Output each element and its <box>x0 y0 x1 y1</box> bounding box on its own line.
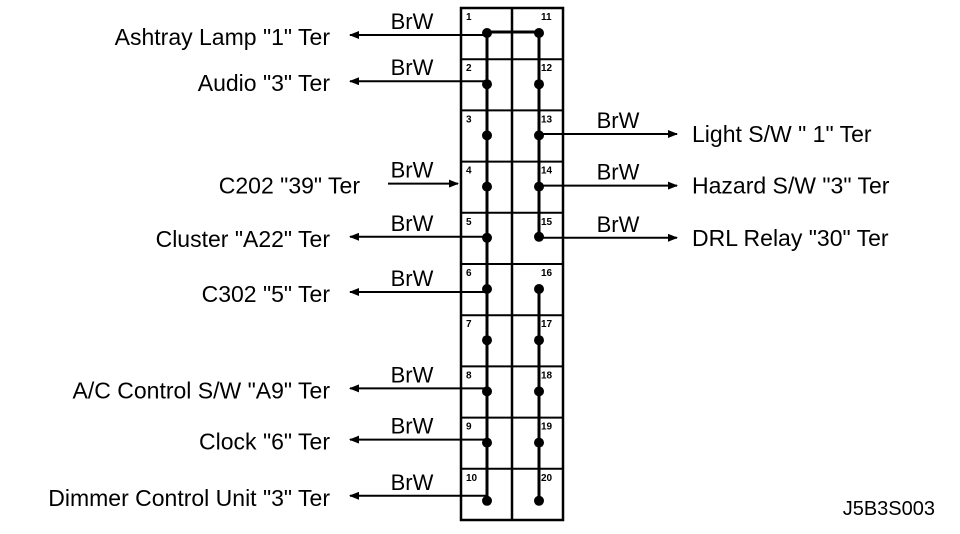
connection-label: C202 "39" Ter <box>219 173 361 199</box>
pin-number-right: 16 <box>541 268 553 279</box>
pin-dot-right <box>534 335 544 346</box>
pin-number-left: 5 <box>466 217 472 228</box>
pin-number-right: 18 <box>541 370 553 381</box>
pin-number-left: 4 <box>466 166 472 177</box>
pin-dot-left <box>482 28 492 38</box>
connection-label: DRL Relay "30" Ter <box>692 225 889 251</box>
pin-dot-left <box>482 495 492 506</box>
pin-number-left: 10 <box>466 473 478 484</box>
pin-number-left: 7 <box>466 319 472 330</box>
pin-number-left: 3 <box>466 114 472 125</box>
pin-number-right: 15 <box>541 217 553 228</box>
wire-color-label: BrW <box>597 160 640 185</box>
pin-dot-right <box>534 79 544 90</box>
pin-number-right: 13 <box>541 114 553 125</box>
pin-dot-right <box>534 495 544 506</box>
pin-number-right: 11 <box>541 12 552 23</box>
wire-color-label: BrW <box>391 470 434 495</box>
connection-label: Audio "3" Ter <box>198 70 331 96</box>
wire-color-label: BrW <box>391 55 434 80</box>
connection-label: C302 "5" Ter <box>202 281 331 307</box>
pin-number-left: 1 <box>466 12 472 23</box>
connection-label: Ashtray Lamp "1" Ter <box>115 24 331 50</box>
connection-label: A/C Control S/W "A9" Ter <box>73 377 331 403</box>
pin-dot-right <box>534 130 544 141</box>
wire-color-label: BrW <box>597 212 640 237</box>
wire-color-label: BrW <box>391 414 434 439</box>
connection-label: Light S/W " 1" Ter <box>692 121 872 147</box>
pin-number-left: 6 <box>466 268 472 279</box>
wire-color-label: BrW <box>391 158 434 183</box>
wire-color-label: BrW <box>597 108 640 133</box>
pin-number-right: 19 <box>541 422 553 433</box>
connection-label: Hazard S/W "3" Ter <box>692 173 890 199</box>
pin-dot-left <box>482 335 492 346</box>
pin-number-left: 8 <box>466 370 472 381</box>
wire-color-label: BrW <box>391 266 434 291</box>
pin-dot-left <box>482 181 492 192</box>
wire-color-label: BrW <box>391 211 434 236</box>
pin-dot-right <box>534 437 544 448</box>
pin-number-right: 12 <box>541 63 553 74</box>
pin-dot-right <box>534 386 544 397</box>
pin-dot-right <box>534 284 544 294</box>
wire-color-label: BrW <box>391 362 434 387</box>
pin-number-left: 9 <box>466 422 472 433</box>
connection-label: Dimmer Control Unit "3" Ter <box>48 485 330 511</box>
pin-dot-left <box>482 130 492 141</box>
connection-label: Clock "6" Ter <box>199 429 330 455</box>
pin-number-right: 17 <box>541 319 553 330</box>
pin-dot-right <box>534 28 544 38</box>
diagram-code: J5B3S003 <box>843 498 935 520</box>
connection-label: Cluster "A22" Ter <box>156 226 331 252</box>
pin-number-right: 14 <box>541 166 553 177</box>
pin-number-right: 20 <box>541 473 553 484</box>
pin-number-left: 2 <box>466 63 472 74</box>
wire-color-label: BrW <box>391 9 434 34</box>
